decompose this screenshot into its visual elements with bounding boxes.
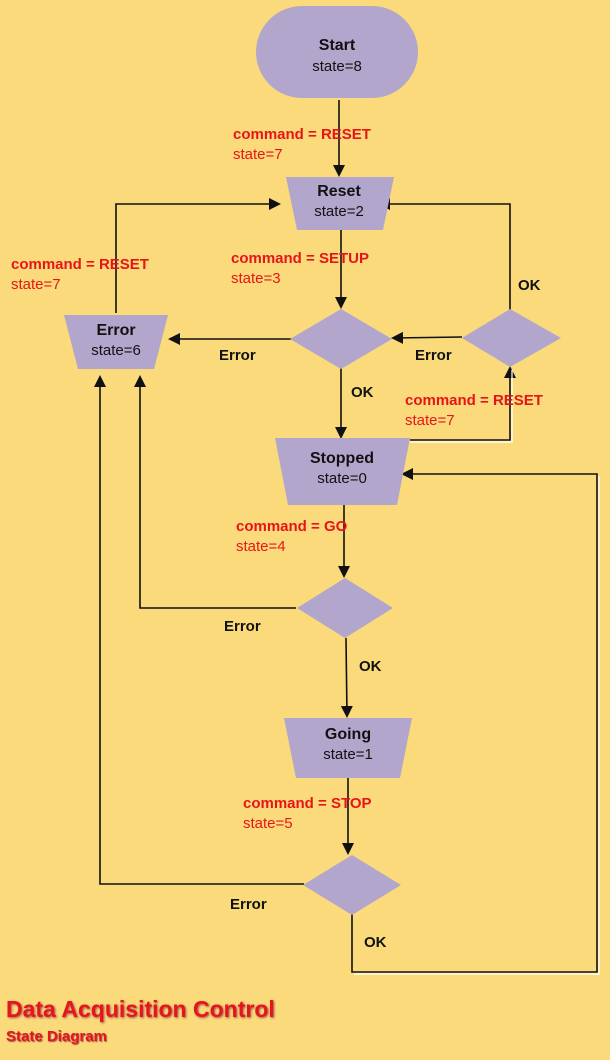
reset-state: state=2 [314,203,364,220]
going-state: state=1 [323,746,373,763]
edge-decision2-to-decision1 [391,331,463,344]
going-node [284,718,412,778]
reset-title: Reset [317,183,361,200]
transition-command: command = RESET [405,392,543,409]
transition-state: state=4 [236,538,286,555]
transition-command: command = SETUP [231,250,369,267]
edge-decision3-to-going [340,637,353,718]
edge-highlight [410,370,513,443]
edge-error-to-reset [115,198,281,313]
edge-stopped-to-decision2 [410,366,516,441]
edge-decision4-to-stopped [351,468,598,973]
stopped-node [275,438,410,505]
transition-state: state=7 [11,276,61,293]
transition-state: state=5 [243,815,293,832]
edge-decision3-to-error [134,375,296,609]
start-title: Start [319,37,356,54]
stopped-title: Stopped [310,450,374,467]
transition-state: state=7 [405,412,455,429]
edge-label-ok: OK [518,277,541,294]
transition-command: command = GO [236,518,348,535]
decision-stop [303,855,401,915]
edge-label-error: Error [230,896,267,913]
error-title: Error [96,322,135,339]
edge-label-error: Error [219,347,256,364]
edge-label-error: Error [415,347,452,364]
start-state: state=8 [312,58,362,75]
error-node [64,315,168,369]
edge-label-ok: OK [364,934,387,951]
decision-setup [290,309,392,369]
reset-node [286,177,394,230]
transition-command: command = RESET [233,126,371,143]
edge-label-ok: OK [351,384,374,401]
edge-label-ok: OK [359,658,382,675]
diagram-subtitle: State Diagram [6,1028,107,1045]
decision-go [297,578,393,638]
edge-decision2-to-reset [378,198,511,310]
edge-decision4-to-error [94,375,304,885]
error-state: state=6 [91,342,141,359]
transition-state: state=3 [231,270,281,287]
stopped-state: state=0 [317,470,367,487]
edge-highlight [354,476,600,975]
decision-reset [462,309,561,367]
transition-command: command = RESET [11,256,149,273]
diagram-title: Data Acquisition Control [6,996,275,1022]
start-node [256,6,418,98]
transition-command: command = STOP [243,795,372,812]
edge-label-error: Error [224,618,261,635]
going-title: Going [325,726,371,743]
transition-state: state=7 [233,146,283,163]
